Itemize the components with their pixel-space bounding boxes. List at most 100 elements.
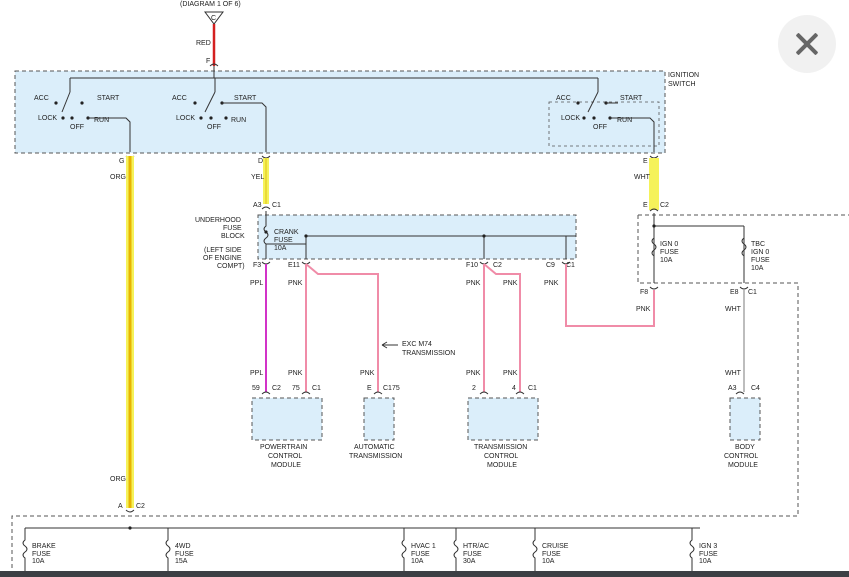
pin-f8-label: F8	[640, 289, 648, 296]
svg-text:MODULE: MODULE	[271, 462, 301, 469]
pin-4-label: 4	[512, 385, 516, 392]
body-control-module	[729, 397, 761, 441]
pin-g-label: G	[119, 158, 124, 165]
switch-feed-bus	[69, 66, 599, 92]
pin-2-label: 2	[472, 385, 476, 392]
pnk-label-1: PNK	[288, 280, 303, 287]
lock-label: LOCK	[38, 115, 57, 122]
svg-text:AUTOMATIC: AUTOMATIC	[354, 444, 395, 451]
org-wire-label-bottom: ORG	[110, 476, 126, 483]
svg-text:HVAC 1: HVAC 1	[411, 543, 436, 550]
pin-f3-label: F3	[253, 262, 261, 269]
powertrain-control-module	[251, 397, 323, 441]
exc-note-line-2: TRANSMISSION	[402, 350, 455, 357]
close-button[interactable]	[778, 15, 836, 73]
svg-text:FUSE: FUSE	[542, 551, 561, 558]
svg-text:TRANSMISSION: TRANSMISSION	[474, 444, 527, 451]
crank-fuse: CRANK FUSE 10A	[263, 211, 299, 259]
svg-text:CONTROL: CONTROL	[484, 453, 518, 460]
svg-text:CRUISE: CRUISE	[542, 543, 569, 550]
pnk-label-2: PNK	[466, 280, 481, 287]
pnk-label-6: PNK	[288, 370, 303, 377]
svg-text:FUSE: FUSE	[699, 551, 718, 558]
pnk-label-8: PNK	[466, 370, 481, 377]
svg-text:CRANK: CRANK	[274, 229, 299, 236]
ignition-switch-section-1: ACC START LOCK OFF RUN	[34, 91, 131, 152]
exc-note-arrow	[381, 341, 398, 349]
fuse-block-bus	[266, 235, 576, 259]
svg-text:BODY: BODY	[735, 444, 755, 451]
underhood-fuse-block-label: UNDERHOOD FUSE BLOCK (LEFT SIDE OF ENGIN…	[195, 217, 245, 270]
pnk-label-7: PNK	[360, 370, 375, 377]
svg-text:TBC: TBC	[751, 241, 765, 248]
off-label: OFF	[70, 124, 84, 131]
pnk-label-9: PNK	[503, 370, 518, 377]
pcm-label: POWERTRAIN CONTROL MODULE	[260, 444, 307, 469]
auto-trans-label: AUTOMATIC TRANSMISSION	[349, 444, 402, 460]
svg-text:IGN 3: IGN 3	[699, 543, 717, 550]
start-label: START	[234, 95, 257, 102]
pin-c9-label: C9	[546, 262, 555, 269]
svg-text:HTR/AC: HTR/AC	[463, 543, 489, 550]
bcm-a3-label: A3	[728, 385, 737, 392]
pnk-wire-c9	[565, 264, 655, 327]
svg-text:FUSE: FUSE	[223, 225, 242, 232]
bottom-fuse-hvac1: HVAC 1 FUSE 10A	[401, 528, 436, 571]
pcm-c2-label: C2	[272, 385, 281, 392]
svg-text:POWERTRAIN: POWERTRAIN	[260, 444, 307, 451]
acc-label: ACC	[34, 95, 49, 102]
tcm-label: TRANSMISSION CONTROL MODULE	[474, 444, 527, 469]
red-wire-label: RED	[196, 40, 211, 47]
svg-text:15A: 15A	[175, 558, 188, 565]
lock-label: LOCK	[176, 115, 195, 122]
pin-d-label: D	[258, 158, 263, 165]
pnk-label-5: PNK	[636, 306, 651, 313]
ignition-switch-section-2: ACC START LOCK OFF RUN	[172, 91, 267, 152]
pin-e-label: E	[643, 158, 648, 165]
automatic-transmission	[363, 397, 395, 441]
pcm-c1-label: C1	[312, 385, 321, 392]
svg-text:OF ENGINE: OF ENGINE	[203, 255, 242, 262]
connector-c-arrow	[204, 11, 224, 25]
bottom-fuse-ign3: IGN 3 FUSE 10A	[689, 528, 718, 571]
ignition-switch-label-1: IGNITION	[668, 72, 699, 79]
svg-text:(LEFT SIDE: (LEFT SIDE	[204, 247, 242, 254]
c1-top-label: C1	[272, 202, 281, 209]
wht-label-upper: WHT	[725, 306, 742, 313]
svg-text:30A: 30A	[463, 558, 476, 565]
svg-text:10A: 10A	[32, 558, 45, 565]
svg-text:FUSE: FUSE	[660, 249, 679, 256]
ppl-label-bottom: PPL	[250, 370, 263, 377]
tbc-ign0-fuse: TBC IGN 0 FUSE 10A	[751, 241, 770, 272]
pin-f10-label: F10	[466, 262, 478, 269]
pin-e8-label: E8	[730, 289, 739, 296]
pin-f-label: F	[206, 58, 210, 65]
bcm-c4-label: C4	[751, 385, 760, 392]
start-label: START	[97, 95, 120, 102]
pin-e-at-label: E	[367, 385, 372, 392]
svg-text:4WD: 4WD	[175, 543, 191, 550]
svg-text:FUSE: FUSE	[175, 551, 194, 558]
svg-text:MODULE: MODULE	[487, 462, 517, 469]
ignition-switch-section-3: ACC START LOCK OFF RUN	[548, 91, 660, 152]
diagram-ref-label: (DIAGRAM 1 OF 6)	[180, 1, 241, 8]
off-label: OFF	[207, 124, 221, 131]
svg-text:FUSE: FUSE	[463, 551, 482, 558]
wht-label-lower: WHT	[725, 370, 742, 377]
svg-text:FUSE: FUSE	[751, 257, 770, 264]
pin-75-label: 75	[292, 385, 300, 392]
svg-text:UNDERHOOD: UNDERHOOD	[195, 217, 241, 224]
start-label: START	[620, 95, 643, 102]
pin-c1-fb-label: C1	[566, 262, 575, 269]
underhood-fuse-block-box	[257, 214, 577, 260]
bottom-fuse-cruise: CRUISE FUSE 10A	[532, 528, 569, 571]
svg-text:BLOCK: BLOCK	[221, 233, 245, 240]
svg-text:10A: 10A	[660, 257, 673, 264]
pin-59-label: 59	[252, 385, 260, 392]
bottom-bar	[0, 571, 849, 577]
svg-text:10A: 10A	[542, 558, 555, 565]
acc-label: ACC	[172, 95, 187, 102]
exc-note-line-1: EXC M74	[402, 341, 432, 348]
tcm-c1-label: C1	[528, 385, 537, 392]
